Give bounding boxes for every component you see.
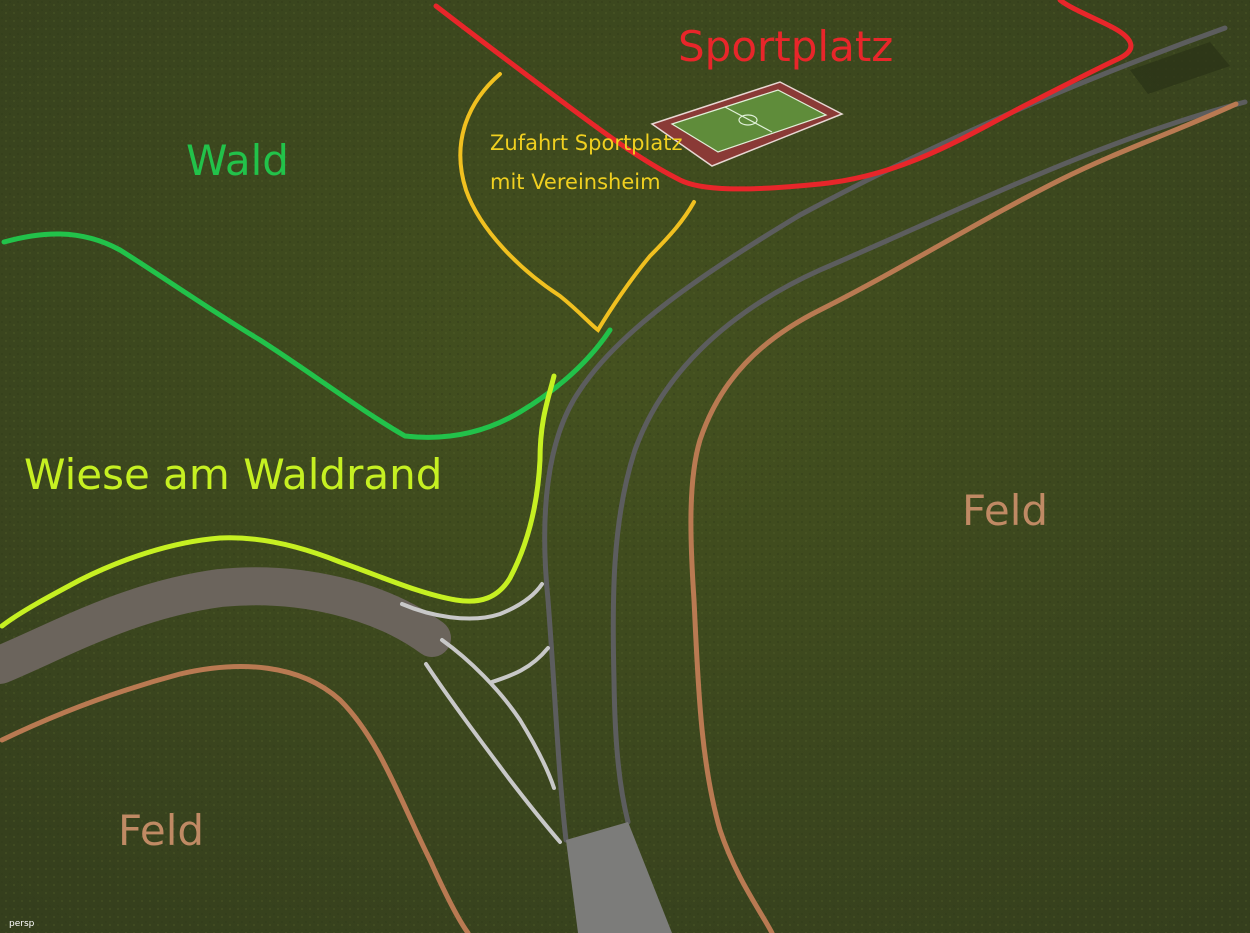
zufahrt-route	[458, 72, 696, 333]
feld-boundary-right	[688, 101, 1239, 933]
dirt-path	[0, 567, 451, 684]
sportplatz-label: Sportplatz	[678, 22, 894, 71]
trail-middle	[440, 638, 556, 790]
feld-boundary-left	[0, 664, 471, 933]
wiese-boundary	[0, 373, 557, 629]
trail-lower	[424, 662, 562, 844]
feld-label-right: Feld	[962, 486, 1049, 535]
trail-upper	[400, 582, 544, 621]
hedge-strip	[1130, 42, 1230, 94]
road-edge-right	[610, 99, 1248, 825]
feld-label-left: Feld	[118, 806, 205, 855]
trail-network	[400, 582, 562, 844]
wald-boundary	[1, 231, 613, 440]
zufahrt-label: Zufahrt Sportplatz mit Vereinsheim	[490, 131, 683, 194]
wald-label: Wald	[186, 136, 289, 185]
road-surface	[566, 822, 672, 933]
sports-field	[650, 81, 844, 167]
viewport-mode-label: persp	[9, 919, 35, 929]
trail-branch	[490, 646, 550, 684]
wiese-label: Wiese am Waldrand	[24, 450, 443, 499]
sportplatz-boundary	[433, 0, 1134, 192]
